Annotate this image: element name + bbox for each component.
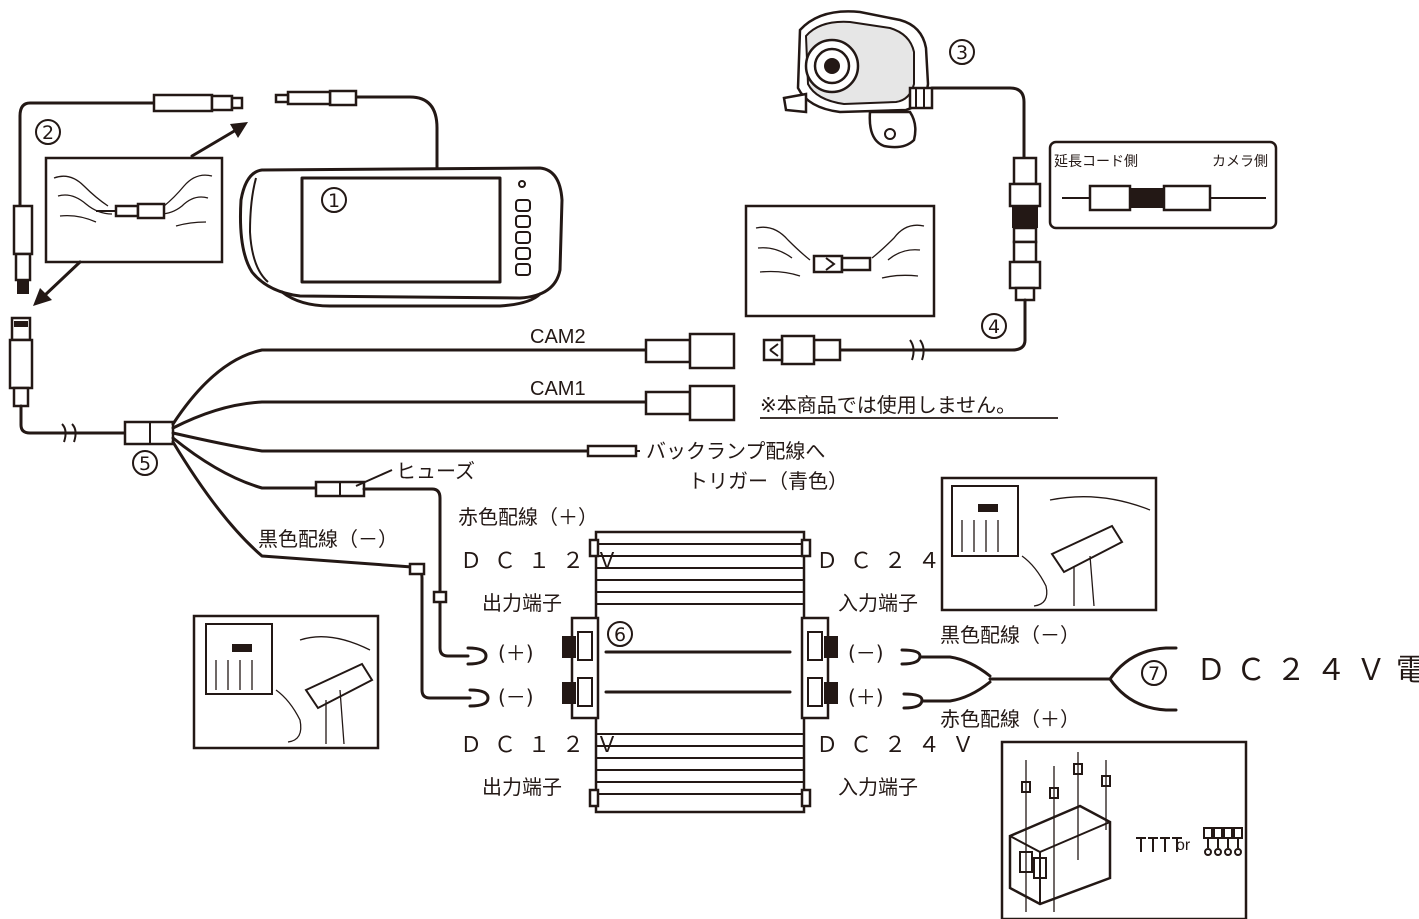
black-wire-12v-out: 黒色配線（－）	[258, 527, 490, 708]
cam1-connector: CAM1 ※本商品では使用しません。	[530, 378, 1058, 422]
trigger-wire: バックランプ配線へ トリガー（青色）	[586, 439, 848, 493]
mounting-detail: or	[1000, 740, 1248, 919]
dc-dc-converter: 6	[562, 530, 838, 814]
plug-connection-photo	[44, 156, 224, 264]
converter-fins-bottom	[596, 733, 804, 795]
marker-3-label: 3	[956, 42, 968, 64]
screw-set-b	[1203, 827, 1243, 856]
marker-2-label: 2	[42, 122, 54, 144]
dc24v-power-label: ＤＣ２４Ｖ電源	[1196, 654, 1419, 687]
fuse: ヒューズ	[314, 459, 475, 498]
marker-4-label: 4	[988, 316, 1000, 338]
marker-6-label: 6	[614, 624, 626, 646]
input-terminal-label-top: 入力端子	[838, 591, 918, 615]
black-wire-minus-label-24v: 黒色配線（－）	[940, 623, 1080, 647]
dc12v-output-label-top: ＤＣ１２Ｖ	[460, 548, 630, 573]
camera-side-label: カメラ側	[1212, 154, 1268, 170]
rear-camera: 3	[782, 10, 1026, 160]
trigger-label: トリガー（青色）	[688, 469, 848, 493]
connector-orientation-detail: 延長コード側 カメラ側	[1048, 140, 1278, 230]
or-label: or	[1176, 837, 1191, 854]
marker-4	[981, 313, 1007, 339]
arrow-to-monitor	[190, 122, 248, 158]
red-wire-plus-label-24v: 赤色配線（＋）	[940, 707, 1080, 731]
output-terminal-label-top: 出力端子	[482, 591, 562, 615]
terminal-minus-12v: (－)	[498, 685, 534, 709]
marker-3	[949, 39, 975, 65]
backlamp-label: バックランプ配線へ	[646, 439, 825, 463]
cam2-label: CAM2	[530, 326, 586, 348]
cam1-not-used-note: ※本商品では使用しません。	[760, 393, 1016, 417]
dc24v-input-label-bottom: ＤＣ２４Ｖ	[816, 732, 986, 757]
marker-6	[607, 621, 633, 647]
camera-extension-cable: 4	[762, 313, 1027, 366]
dc24v-power-wires: 黒色配線（－） 赤色配線（＋） 7 ＤＣ２４Ｖ電源	[900, 623, 1419, 731]
marker-7-label: 7	[1148, 663, 1160, 685]
monitor-extension-cable: 2	[12, 93, 244, 294]
red-wire-12v-out: 赤色配線（＋）	[362, 487, 598, 666]
terminal-plus-24v: (＋)	[848, 685, 884, 709]
terminal-screw-photo-right	[940, 476, 1158, 612]
camera-extension-coupling	[1008, 156, 1042, 342]
marker-1-label: 1	[328, 190, 340, 212]
terminal-screw-photo-left	[192, 614, 380, 750]
marker-5-label: 5	[139, 453, 151, 475]
marker-1	[321, 187, 347, 213]
marker-2	[35, 119, 61, 145]
output-terminal-label-bottom: 出力端子	[482, 775, 562, 799]
input-terminal-label-bottom: 入力端子	[838, 775, 918, 799]
rear-view-mirror-monitor: 1	[239, 89, 564, 308]
terminal-plus-12v: (＋)	[498, 641, 534, 665]
dc12v-output-label-bottom: ＤＣ１２Ｖ	[460, 732, 630, 757]
black-wire-minus-label-12v: 黒色配線（－）	[258, 527, 398, 551]
cam1-label: CAM1	[530, 378, 586, 400]
marker-5	[132, 450, 158, 476]
fuse-label: ヒューズ	[396, 459, 475, 483]
cam2-connector: CAM2	[530, 326, 736, 370]
converter-fins-top	[596, 543, 804, 605]
camera-plug-photo	[744, 204, 936, 318]
main-harness: 5	[8, 316, 648, 569]
screw-set-a	[1136, 837, 1182, 852]
arrow-to-harness	[33, 260, 82, 306]
extension-side-label: 延長コード側	[1054, 154, 1138, 170]
monitor-buttons	[515, 180, 531, 276]
marker-7	[1141, 660, 1167, 686]
red-wire-plus-label-12v: 赤色配線（＋）	[458, 505, 598, 529]
terminal-minus-24v: (－)	[848, 641, 884, 665]
